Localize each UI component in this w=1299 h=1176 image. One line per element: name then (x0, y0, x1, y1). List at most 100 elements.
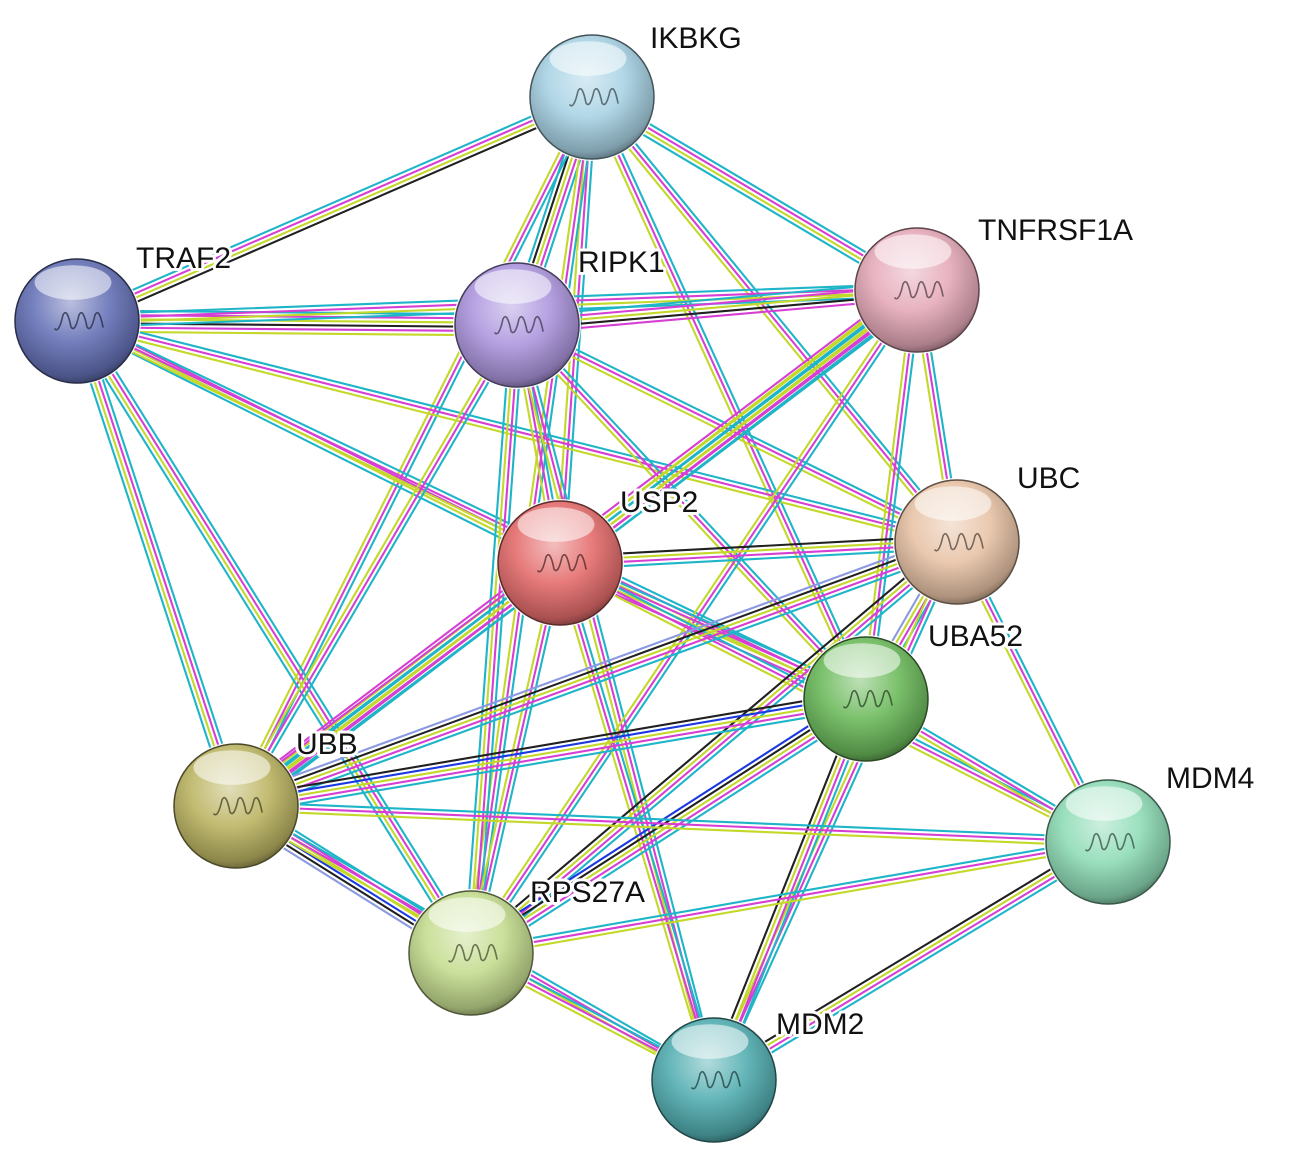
edge-line-experimental (234, 95, 594, 808)
edge-usp2-ubc (558, 534, 959, 571)
node-gloss (671, 1024, 749, 1059)
edge-line-text-mining (860, 288, 914, 700)
edge-line-text-mining (231, 94, 590, 806)
edge-ripk1-uba52 (512, 321, 871, 703)
edge-line-text-mining (467, 323, 516, 954)
node-label-traf2: TRAF2 (136, 242, 231, 275)
node-ubc[interactable] (893, 478, 1021, 606)
edge-line-coexpression (465, 536, 954, 950)
edge-line-experimental (469, 288, 919, 955)
edge-line-curated-db (463, 323, 512, 954)
node-usp2[interactable] (496, 499, 624, 627)
edge-line-text-mining (512, 326, 864, 703)
edge-line-text-mining (234, 561, 562, 808)
edge-rps27a-mdm4 (469, 836, 1110, 959)
node-label-uba52: UBA52 (928, 620, 1023, 653)
node-label-mdm2: MDM2 (776, 1008, 864, 1041)
edge-line-text-mining (74, 321, 471, 956)
edge-line-text-mining (234, 697, 868, 808)
edge-usp2-ubb (229, 555, 567, 814)
node-label-usp2: USP2 (620, 486, 698, 519)
node-label-tnfrsf1a: TNFRSF1A (978, 214, 1133, 247)
node-mdm2[interactable] (650, 1016, 778, 1144)
node-gloss (474, 269, 552, 304)
edge-line-text-mining (470, 845, 1110, 959)
structure-icon (1085, 832, 1135, 852)
edge-ripk1-rps27a (463, 323, 525, 955)
edge-line-experimental (471, 542, 960, 956)
edge-line-experimental (234, 804, 1110, 844)
node-label-mdm4: MDM4 (1166, 762, 1254, 795)
edge-line-curated-db (236, 706, 869, 816)
edge-line-experimental (77, 318, 474, 953)
edge-line-curated-db (476, 324, 525, 955)
edge-line-experimental (472, 324, 521, 955)
edge-line-text-mining (469, 697, 868, 955)
edge-line-curated-db (469, 836, 1109, 950)
edge-line-experimental (236, 544, 960, 811)
edge-tnfrsf1a-uba52 (860, 288, 923, 701)
edge-line-curated-db (594, 94, 871, 699)
edge-line-text-mining (234, 809, 1109, 848)
node-ripk1[interactable] (453, 261, 581, 389)
edge-line-experimental (590, 95, 868, 701)
node-gloss (193, 750, 271, 785)
edge-line-text-mining (468, 539, 957, 953)
edge-line-curated-db (473, 291, 922, 957)
edge-line-text-mining (711, 839, 1108, 1080)
edge-ripk1-ubb (231, 321, 522, 810)
edge-line-curated-db (69, 321, 232, 810)
edge-mdm4-mdm2 (709, 835, 1113, 1087)
structure-icon (54, 311, 104, 331)
structure-icon (934, 532, 984, 552)
edge-line-experimental (75, 326, 518, 333)
edge-line-curated-db (716, 542, 962, 1083)
edge-line-curated-db (474, 705, 872, 962)
edge-ripk1-tnfrsf1a (515, 280, 919, 335)
node-mdm4[interactable] (1044, 778, 1172, 906)
edge-line-experimental (516, 297, 919, 335)
edge-line-curated-db (474, 562, 566, 955)
edge-line-curated-db (74, 323, 560, 568)
node-uba52[interactable] (802, 635, 930, 763)
node-ikbkg[interactable] (528, 33, 656, 161)
node-gloss (1065, 786, 1143, 821)
edge-line-coexpression (78, 101, 596, 328)
edge-ubb-mdm4 (234, 800, 1110, 848)
structure-icon (537, 553, 587, 573)
edge-line-curated-db (520, 322, 720, 1080)
edge-line-experimental (237, 565, 564, 811)
edge-line-curated-db (76, 315, 960, 539)
edge-line-text-mining (515, 288, 919, 327)
node-gloss (549, 41, 627, 76)
edge-line-curated-db (237, 548, 961, 815)
edge-line-experimental (515, 284, 918, 322)
node-label-ubb: UBB (296, 728, 358, 761)
edge-line-text-mining (465, 561, 557, 954)
edge-line-coexpression (709, 835, 1106, 1076)
edge-ikbkg-traf2 (73, 90, 596, 328)
edge-line-curated-db (562, 560, 720, 1080)
edge-line-curated-db (239, 568, 567, 814)
edge-line-text-mining (709, 539, 955, 1080)
edge-line-text-mining (710, 697, 866, 1081)
edge-line-text-mining (231, 321, 515, 805)
edge-line-experimental (77, 319, 240, 807)
node-rps27a[interactable] (407, 889, 535, 1017)
edge-line-experimental (472, 701, 870, 958)
edge-line-text-mining (587, 97, 864, 702)
edge-line-experimental (590, 95, 959, 544)
node-traf2[interactable] (13, 257, 141, 385)
node-gloss (34, 265, 112, 300)
edge-line-coexpression (707, 695, 862, 1079)
edge-line-text-mining (74, 323, 866, 704)
node-ubb[interactable] (172, 742, 300, 870)
node-tnfrsf1a[interactable] (853, 226, 981, 354)
edge-line-gene-fusion (234, 693, 867, 803)
structure-icon (691, 1070, 741, 1090)
edge-line-curated-db (232, 558, 559, 804)
edge-line-text-mining (73, 320, 236, 808)
edge-line-experimental (469, 840, 1110, 955)
